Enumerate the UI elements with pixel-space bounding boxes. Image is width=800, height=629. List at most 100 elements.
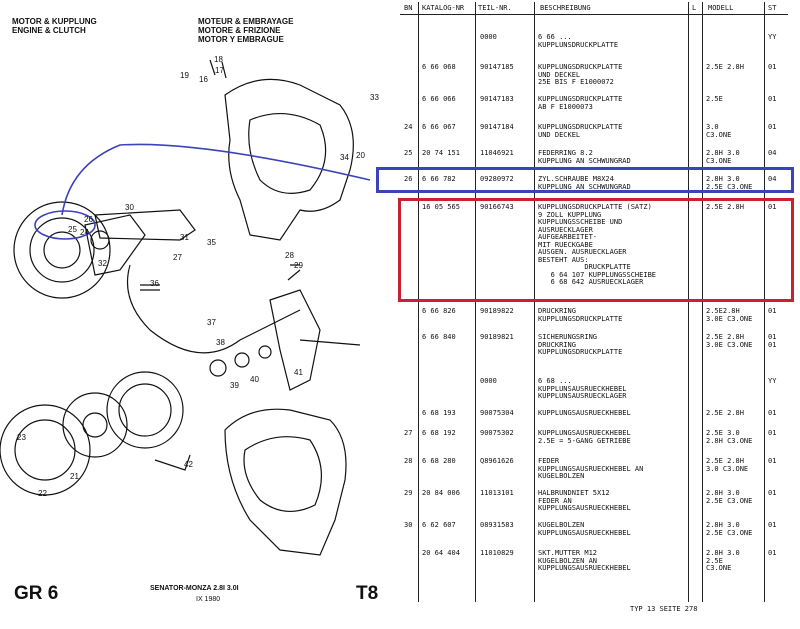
cell-teil: 90075304 <box>480 409 514 417</box>
cell-st: 01 <box>768 429 777 437</box>
col-divider <box>688 2 689 602</box>
cell-teil: 0000 <box>480 33 497 41</box>
cell-st: 01 <box>768 409 777 417</box>
cell-st: 04 <box>768 175 777 183</box>
cell-bn: 26 <box>404 175 413 183</box>
cell-desc: SKT.MUTTER M12 KUGELBOLZEN AN KUPPLUNGSA… <box>538 549 631 572</box>
cell-st: 01 <box>768 489 777 497</box>
cell-modell: 2.5E 2.8H 3.0E C3.ONE <box>706 333 753 349</box>
table-footer: TYP 13 SEITE 278 <box>630 605 698 613</box>
svg-text:21: 21 <box>70 472 79 481</box>
cell-teil: 90075302 <box>480 429 514 437</box>
cell-desc: KUGELBOLZEN KUPPLUNGSAUSRUECKHEBEL <box>538 521 631 537</box>
cell-teil: 90147184 <box>480 123 514 131</box>
col-divider <box>534 2 535 602</box>
cell-desc: KUPPLUNGSDRUCKPLATTE AB F E1000073 <box>538 95 623 111</box>
cell-st: 01 <box>768 457 777 465</box>
cell-bn: 30 <box>404 521 413 529</box>
cell-teil: 90147185 <box>480 63 514 71</box>
col-modell: MODELL <box>708 4 734 12</box>
cell-desc: 6 66 ... KUPPLUNSDRUCKPLATTE <box>538 33 619 49</box>
svg-text:30: 30 <box>125 203 134 212</box>
highlight-box-red <box>398 198 794 302</box>
svg-text:35: 35 <box>207 238 216 247</box>
col-katalog: KATALOG-NR <box>422 4 465 12</box>
page-code: T8 <box>356 583 379 604</box>
col-divider <box>702 2 703 602</box>
bellhousing-lower <box>224 408 347 556</box>
cell-katalog: 6 66 826 <box>422 307 456 315</box>
cell-st: 01 01 <box>768 333 777 349</box>
col-divider <box>475 2 476 602</box>
cell-bn: 29 <box>404 489 413 497</box>
cell-st: YY <box>768 377 777 385</box>
cell-modell: 2.5E 2.8H <box>706 409 744 417</box>
cell-teil: 0000 <box>480 377 497 385</box>
cell-katalog: 6 68 280 <box>422 457 456 465</box>
cell-katalog: 6 66 840 <box>422 333 456 341</box>
catalog-date: IX 1980 <box>196 596 221 603</box>
col-divider <box>418 2 419 602</box>
cell-st: 01 <box>768 63 777 71</box>
cell-modell: 2.8H 3.0 2.5E C3.ONE <box>706 489 753 505</box>
col-beschreibung: BESCHREIBUNG <box>540 4 591 12</box>
cell-katalog: 16 05 565 <box>422 203 460 211</box>
cell-modell: 2.8H 3.0 2.5E C3.ONE <box>706 175 753 191</box>
svg-text:19: 19 <box>180 71 189 80</box>
blue-callout-oval <box>34 210 96 240</box>
cell-teil: 90166743 <box>480 203 514 211</box>
parts-table: BN KATALOG-NR TEIL-NR. BESCHREIBUNG L MO… <box>400 0 790 629</box>
cell-desc: HALBRUNDNIET 5X12 FEDER AN KUPPLUNGSAUSR… <box>538 489 631 512</box>
cell-modell: 2.5E2.8H 3.0E C3.ONE <box>706 307 753 323</box>
cell-modell: 2.8H 3.0 2.5E C3.ONE <box>706 549 740 572</box>
clutch-disc-left <box>0 404 91 496</box>
cell-bn: 24 <box>404 123 413 131</box>
bellhousing-upper <box>224 78 354 241</box>
cell-modell: 2.5E 2.8H 3.0 C3.ONE <box>706 457 749 473</box>
header-fr-it-es: MOTEUR & EMBRAYAGE MOTORE & FRIZIONE MOT… <box>198 17 293 44</box>
cell-desc: KUPPLUNGSDRUCKPLATTE UND DECKEL 25E BIS … <box>538 63 623 86</box>
svg-text:16: 16 <box>199 75 208 84</box>
col-bn: BN <box>404 4 413 12</box>
cell-katalog: 6 68 192 <box>422 429 456 437</box>
svg-text:34: 34 <box>340 153 349 162</box>
cell-desc: FEDERRING 8.2 KUPPLUNG AN SCHWUNGRAD <box>538 149 631 165</box>
cell-modell: 2.8H 3.0 2.5E C3.ONE <box>706 521 753 537</box>
svg-text:23: 23 <box>17 433 26 442</box>
cell-st: 01 <box>768 549 777 557</box>
svg-text:18: 18 <box>214 55 223 64</box>
cell-modell: 2.5E 2.8H <box>706 203 744 211</box>
col-st: ST <box>768 4 777 12</box>
svg-text:22: 22 <box>38 489 47 498</box>
cell-teil: 90189822 <box>480 307 514 315</box>
svg-text:41: 41 <box>294 368 303 377</box>
col-teil: TEIL-NR. <box>478 4 512 12</box>
cell-modell: 3.0 C3.ONE <box>706 123 732 139</box>
cell-katalog: 6 68 193 <box>422 409 456 417</box>
exploded-diagram-panel: MOTOR & KUPPLUNG ENGINE & CLUTCH MOTEUR … <box>0 0 392 629</box>
svg-text:24: 24 <box>80 228 89 237</box>
cell-st: 01 <box>768 123 777 131</box>
col-l: L <box>692 4 697 12</box>
svg-text:37: 37 <box>207 318 216 327</box>
cell-desc: SICHERUNGSRING DRUCKRING KUPPLUNGSDRUCKP… <box>538 333 623 356</box>
cell-desc: KUPPLUNGSAUSRUECKHEBEL 2.5E = 5-GANG GET… <box>538 429 631 445</box>
cell-teil: 11013101 <box>480 489 514 497</box>
cell-katalog: 6 66 066 <box>422 95 456 103</box>
col-divider <box>764 2 765 602</box>
header-en: ENGINE & CLUTCH <box>12 26 86 35</box>
svg-text:42: 42 <box>184 460 193 469</box>
cell-bn: 28 <box>404 457 413 465</box>
cell-desc: KUPPLUNGSDRUCKPLATTE UND DECKEL <box>538 123 623 139</box>
svg-text:32: 32 <box>98 259 107 268</box>
svg-text:29: 29 <box>294 261 303 270</box>
header-fr: MOTEUR & EMBRAYAGE <box>198 17 294 26</box>
svg-text:28: 28 <box>285 251 294 260</box>
cell-teil: 08931583 <box>480 521 514 529</box>
group-label: GR 6 <box>14 583 59 604</box>
cell-katalog: 6 62 607 <box>422 521 456 529</box>
cell-modell: 2.8H 3.0 C3.ONE <box>706 149 740 165</box>
cell-desc: DRUCKRING KUPPLUNGSDRUCKPLATTE <box>538 307 623 323</box>
cell-katalog: 6 66 068 <box>422 63 456 71</box>
svg-text:26: 26 <box>84 215 93 224</box>
